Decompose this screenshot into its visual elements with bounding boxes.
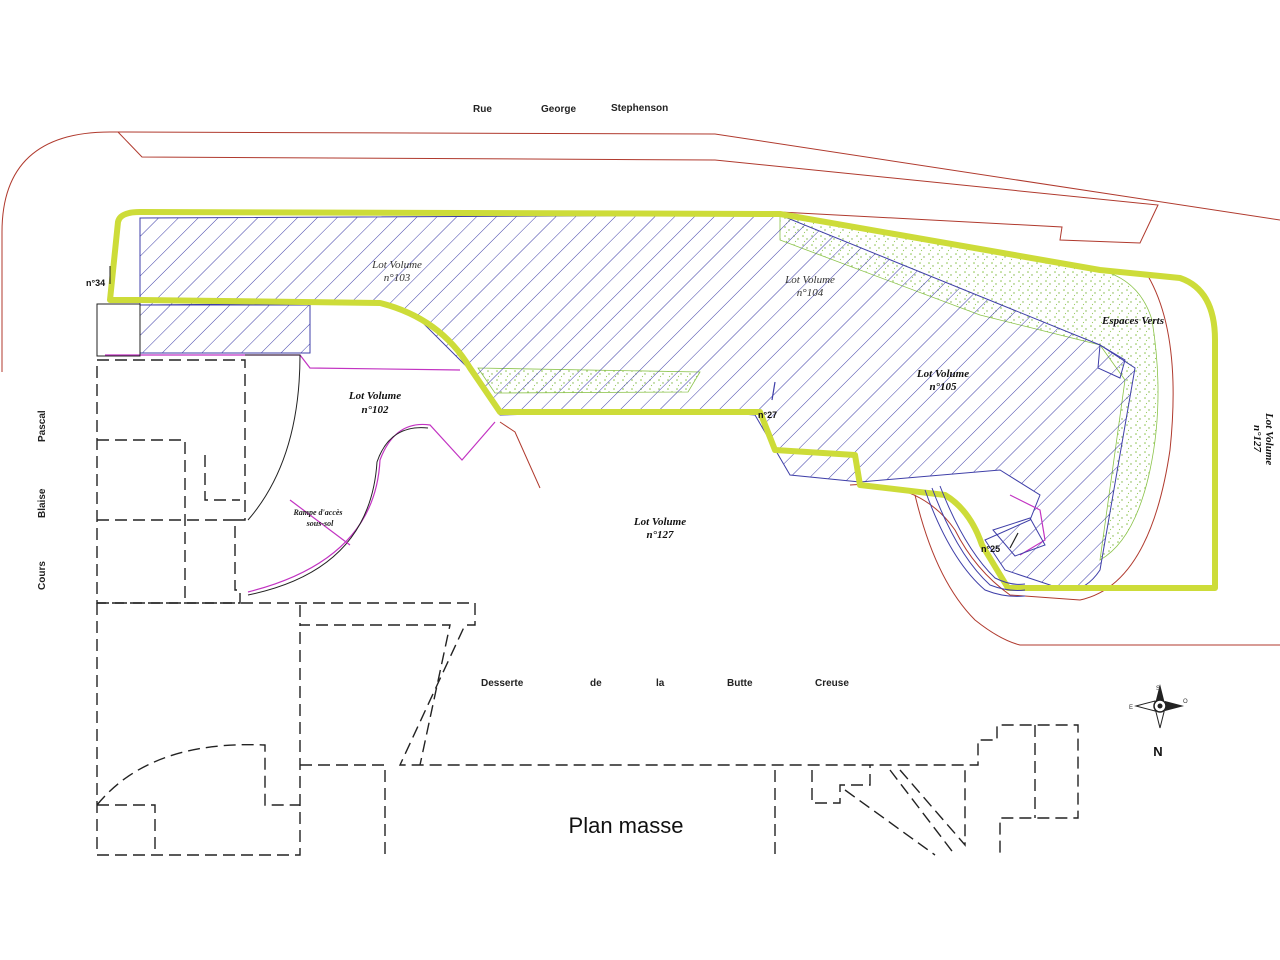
street-name-bottom: Desserte de la Butte Creuse [481,678,849,689]
plan-caption: Plan masse [569,813,684,838]
lot-103-lower-area [139,304,311,354]
street-word: Stephenson [611,103,668,114]
svg-text:n°127: n°127 [1251,425,1263,453]
outlines [105,344,1126,597]
svg-text:sous-sol: sous-sol [306,519,334,528]
lot-104-label: Lot Volume n°104 [784,274,835,299]
marker-arrows [109,266,1019,549]
building-block [96,303,141,357]
lot-103-label: Lot Volume n°103 [371,259,422,284]
marker-25: n°25 [981,544,1000,554]
street-name-top: Rue George Stephenson [473,103,668,115]
site-boundary [107,209,1218,591]
svg-text:S: S [1156,686,1160,692]
street-word: de [590,678,602,689]
svg-text:n°105: n°105 [929,381,957,393]
street-word: Creuse [815,678,849,689]
svg-text:n°127: n°127 [646,529,674,541]
ramp-label: Rampe d'accès sous-sol [292,508,342,528]
street-name-left: Cours Blaise Pascal [37,410,48,590]
green-space [779,214,1159,561]
compass-north-label: N [1153,744,1162,759]
street-word: George [541,104,576,115]
street-word: Butte [727,678,753,689]
marker-34: n°34 [86,278,105,288]
svg-text:O: O [1183,699,1188,705]
svg-text:Lot Volume: Lot Volume [1263,412,1275,465]
street-word: Desserte [481,678,524,689]
svg-text:Rampe d'accès: Rampe d'accès [292,508,342,517]
street-outlines [1,131,1280,646]
marker-27: n°27 [758,410,777,420]
svg-text:Lot Volume: Lot Volume [371,259,422,271]
svg-text:Lot Volume: Lot Volume [633,516,686,528]
svg-text:Lot Volume: Lot Volume [348,390,401,402]
compass-icon: N S E O [1129,684,1188,759]
svg-text:n°102: n°102 [361,404,389,416]
lot-105-label: Lot Volume n°105 [916,368,969,393]
svg-text:n°103: n°103 [384,272,411,284]
street-word: Rue [473,104,492,115]
ramp-area [245,354,496,596]
lot-127-label: Lot Volume n°127 [633,516,686,541]
street-word: Cours [37,561,48,590]
street-word: Pascal [37,410,48,442]
svg-text:n°104: n°104 [797,287,824,299]
dashed-footprints [96,359,1079,856]
svg-text:E: E [1129,705,1133,711]
svg-text:Lot Volume: Lot Volume [916,368,969,380]
lot-102-label: Lot Volume n°102 [348,390,401,416]
svg-text:Lot Volume: Lot Volume [784,274,835,286]
street-word: Blaise [37,488,48,518]
lot-127-right-label: Lot Volume n°127 [1251,412,1275,465]
green-space-label: Espaces Verts [1101,315,1164,327]
street-word: la [656,678,665,689]
